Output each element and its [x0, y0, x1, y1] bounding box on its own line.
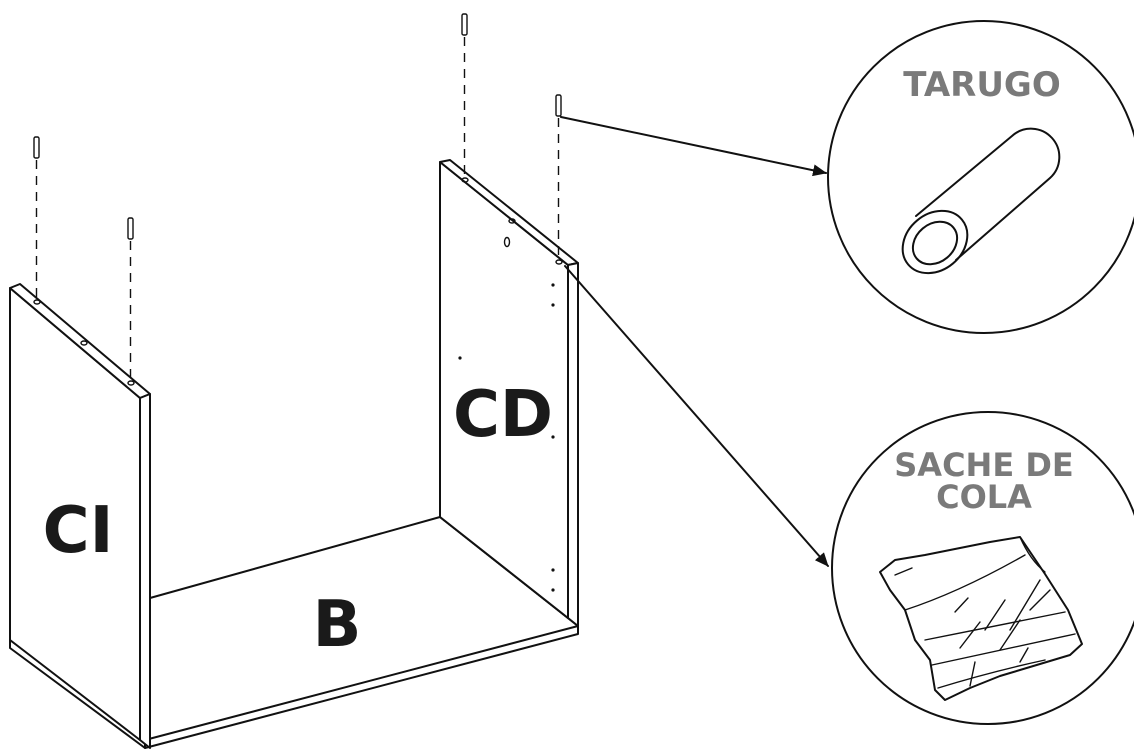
- dowel-left-back: [127, 217, 134, 379]
- arrow-to-glue-callout: [564, 265, 829, 567]
- arrow-to-dowel-callout: [560, 116, 827, 177]
- glue-callout-title-line2: COLA: [936, 478, 1032, 516]
- dowel-icon: [901, 127, 1061, 275]
- label-b: B: [313, 588, 362, 662]
- dowel-callout: TARUGO: [827, 20, 1134, 334]
- right-side-panel-cd: [439, 159, 579, 627]
- label-ci: CI: [43, 494, 114, 568]
- glue-callout: SACHE DE COLA: [831, 411, 1134, 725]
- dowel-left-front: [33, 136, 40, 298]
- glue-sachet-icon: [879, 536, 1083, 701]
- label-cd: CD: [453, 378, 553, 452]
- left-side-panel-ci: [9, 283, 151, 749]
- dowel-callout-title: TARUGO: [903, 65, 1060, 105]
- dowel-right-back: [555, 94, 562, 258]
- glue-callout-title-line1: SACHE DE: [894, 446, 1074, 484]
- dowel-right-front: [461, 13, 468, 176]
